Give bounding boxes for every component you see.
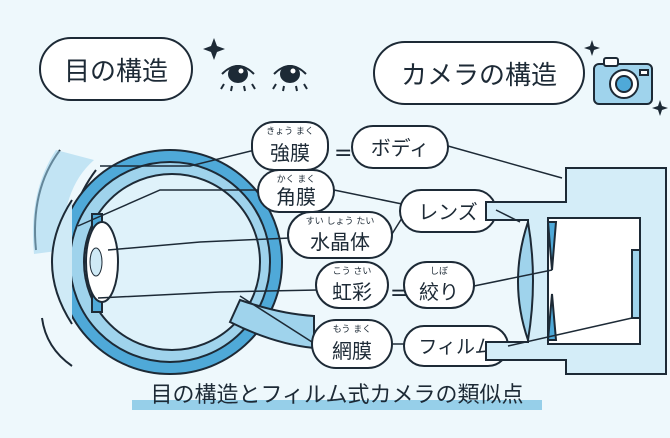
sclera-ruby: きょう まく (266, 126, 314, 137)
caption-underline (132, 400, 542, 410)
iris-ruby: こう さい (333, 266, 372, 277)
lens-ruby: すい しょう たい (306, 216, 375, 227)
label-retina: もう まく 網膜 (311, 319, 393, 369)
label-body: ボディ (351, 125, 449, 169)
camera-leader-lines (447, 145, 633, 347)
eye-title-bubble: 目の構造 (39, 37, 193, 101)
label-connector-lines (333, 189, 404, 345)
film-plane (631, 249, 641, 319)
label-lens: すい しょう たい 水晶体 (287, 211, 393, 259)
label-camera-lens: レンズ (399, 189, 497, 233)
cornea (51, 199, 73, 325)
camera-lens-label: レンズ (418, 200, 478, 224)
camera-icon (593, 57, 653, 105)
retina-ruby: もう まく (333, 324, 372, 335)
eyelid-shadow (32, 150, 94, 254)
cornea-label: 角膜 (276, 185, 316, 209)
body-label: ボディ (371, 136, 430, 160)
caption: 目の構造とフィルム式カメラの類似点 (150, 383, 523, 408)
lens-label: 水晶体 (310, 230, 370, 254)
equals-sign-body: = (334, 141, 352, 166)
sclera-label: 強膜 (270, 141, 310, 165)
aperture-blades (546, 221, 558, 341)
label-aperture: しぼ 絞り (403, 261, 475, 309)
camera-cross-section (485, 167, 667, 375)
retina-label: 網膜 (332, 339, 372, 363)
label-cornea: かく まく 角膜 (257, 169, 335, 213)
camera-title-bubble: カメラの構造 (373, 41, 585, 105)
label-sclera: きょう まく 強膜 (251, 121, 329, 171)
aperture-label: 絞り (419, 280, 459, 304)
camera-lens-shape (517, 221, 534, 341)
label-iris: こう さい 虹彩 (315, 261, 389, 309)
film-label: フィルム (418, 336, 493, 358)
eye-cross-section (51, 149, 315, 375)
eye-leader-lines (77, 149, 319, 343)
aperture-ruby: しぼ (430, 266, 448, 277)
eye-title: 目の構造 (64, 57, 168, 87)
iris-label: 虹彩 (332, 280, 372, 304)
cornea-ruby: かく まく (277, 174, 316, 185)
camera-title: カメラの構造 (401, 61, 557, 91)
label-film: フィルム (403, 325, 509, 367)
eyes-icon (220, 65, 308, 92)
sparkle-icon (203, 38, 668, 116)
